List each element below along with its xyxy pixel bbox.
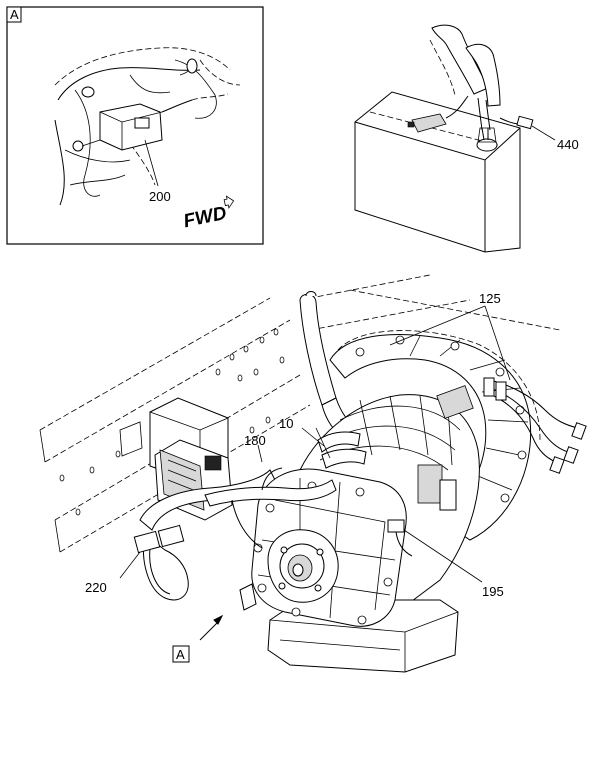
callout-200: 200 — [149, 189, 171, 204]
callout-195: 195 — [482, 584, 504, 599]
detail-a-tag — [6, 6, 22, 23]
rear-housing — [239, 468, 407, 627]
bell-housing — [329, 330, 541, 541]
view-marker-box — [172, 645, 190, 663]
transmission-assembly: 220 — [39, 274, 587, 673]
callout-220: 220 — [85, 580, 107, 595]
battery-box-group: 440 — [354, 24, 579, 253]
callout-125: 125 — [479, 291, 501, 306]
detail-a-inset: A 200 FWD — [6, 6, 264, 245]
callout-180: 180 — [244, 433, 266, 448]
part-125-harness — [483, 377, 587, 474]
view-arrow-icon — [213, 614, 224, 625]
detail-a-letter: A — [10, 7, 19, 22]
callout-440: 440 — [557, 137, 579, 152]
fwd-arrow-icon — [223, 195, 235, 209]
view-marker-letter: A — [176, 647, 185, 662]
part-195-sensor — [387, 519, 413, 557]
callout-10: 10 — [279, 416, 293, 431]
part-200-module — [72, 93, 229, 152]
